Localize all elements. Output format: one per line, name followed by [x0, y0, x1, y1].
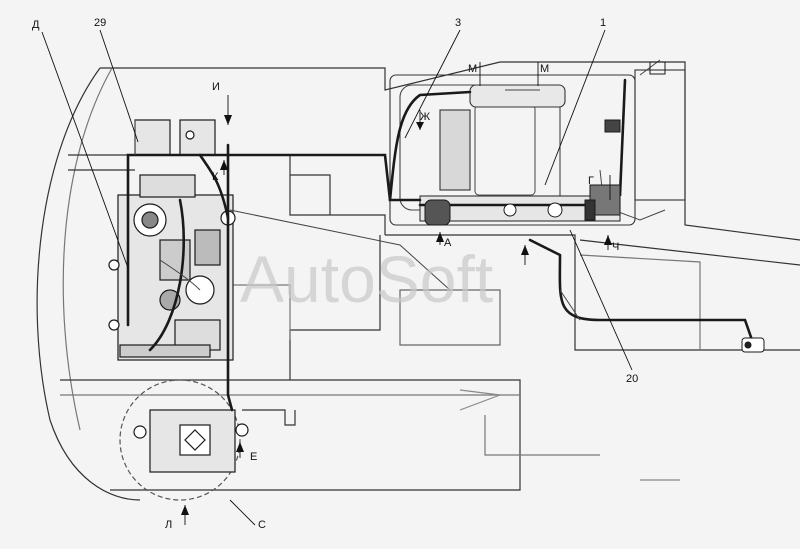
label-m-right: М — [540, 63, 549, 75]
arrow-heads — [181, 115, 612, 515]
label-i: И — [212, 81, 220, 93]
label-g: Г — [588, 175, 594, 187]
label-k: К — [212, 171, 219, 183]
label-e: Е — [250, 451, 257, 463]
label-l: Л — [165, 519, 172, 531]
label-20: 20 — [626, 373, 638, 385]
connectors — [424, 61, 765, 353]
label-d: Д — [32, 19, 40, 31]
engine-assembly — [108, 119, 236, 361]
label-ch: Ч — [612, 241, 619, 253]
watermark-text: AutoSoft — [240, 242, 493, 316]
label-1: 1 — [600, 17, 606, 29]
label-c: С — [258, 519, 266, 531]
label-3: 3 — [455, 17, 461, 29]
label-zh: Ж — [420, 111, 430, 123]
leader-lines — [41, 29, 633, 526]
battery-box — [119, 379, 296, 501]
label-a: А — [444, 237, 452, 249]
label-29: 29 — [94, 17, 106, 29]
callout-labels: Д 29 3 1 И М М Ж К Г А Ч 20 Е Л С — [32, 17, 638, 531]
chassis-outline — [36, 61, 800, 501]
label-m-left: М — [468, 63, 477, 75]
